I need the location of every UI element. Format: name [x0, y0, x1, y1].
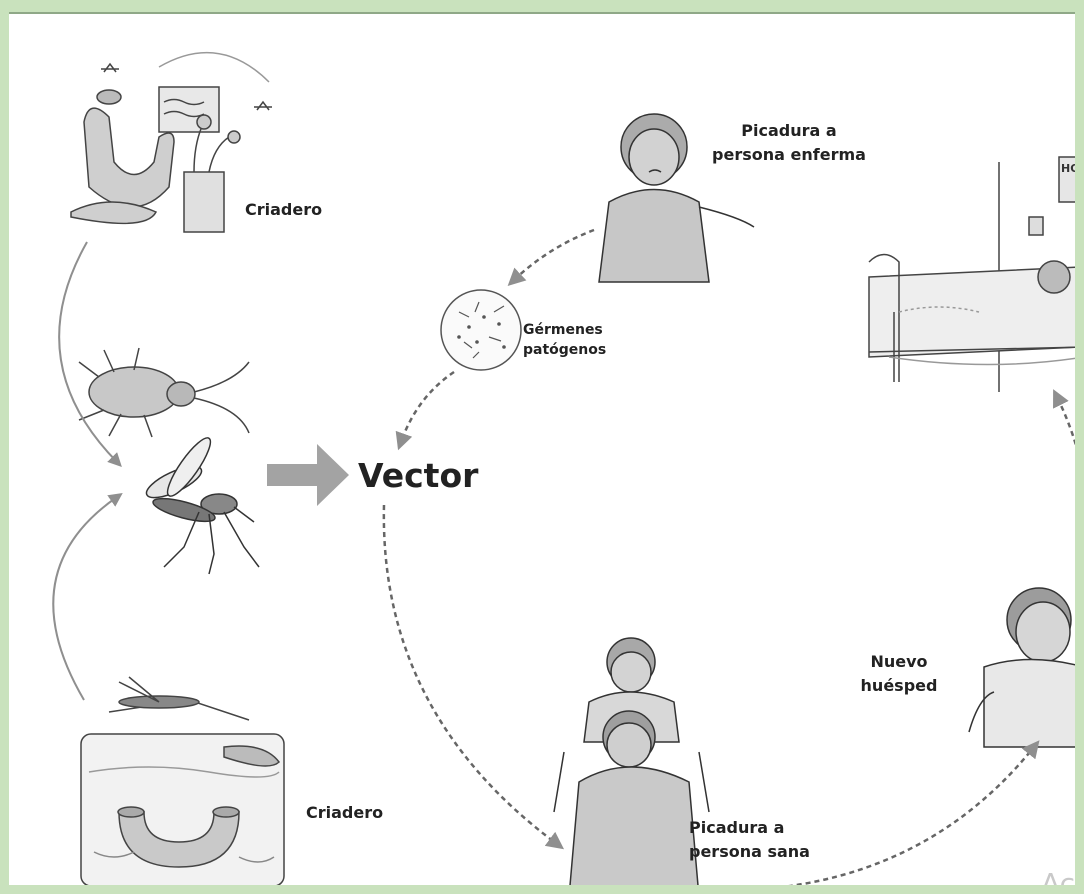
healthy-persons-illustration: [554, 638, 709, 894]
beetle-illustration: [79, 348, 249, 437]
healthy-bite-label-line-1: Picadura a: [689, 816, 810, 840]
mosquito-illustration: [143, 433, 259, 574]
vector-label: Vector: [358, 456, 478, 495]
sick-bite-label-line-2: persona enferma: [689, 143, 889, 167]
new-host-illustration: [969, 588, 1084, 747]
hospital-sign: HOS: [1061, 162, 1084, 175]
watermark-text: Act: [1041, 867, 1084, 894]
disease-transmission-illustration: [9, 12, 1084, 894]
healthy-bite-label-line-2: persona sana: [689, 840, 810, 864]
sick-bite-label-line-1: Picadura a: [689, 119, 889, 143]
hospital-bed-illustration: [869, 157, 1084, 392]
healthy-bite-label: Picadura a persona sana: [689, 816, 810, 864]
criadero-bottom-label: Criadero: [306, 801, 383, 825]
sick-bite-label: Picadura a persona enferma: [689, 119, 889, 167]
breeding-site-top: [71, 53, 272, 232]
new-host-label: Nuevo huésped: [854, 650, 944, 698]
criadero-top-label: Criadero: [245, 198, 322, 222]
germs-label-line-1: Gérmenes: [523, 320, 606, 340]
new-host-label-line-1: Nuevo: [854, 650, 944, 674]
breeding-site-bottom: [81, 677, 284, 886]
germs-label-line-2: patógenos: [523, 340, 606, 360]
germs-circle: [441, 290, 521, 370]
vector-block-arrow: [267, 444, 349, 506]
germs-label: Gérmenes patógenos: [523, 320, 606, 360]
new-host-label-line-2: huésped: [854, 674, 944, 698]
lifecycle-arrows: [53, 242, 117, 700]
